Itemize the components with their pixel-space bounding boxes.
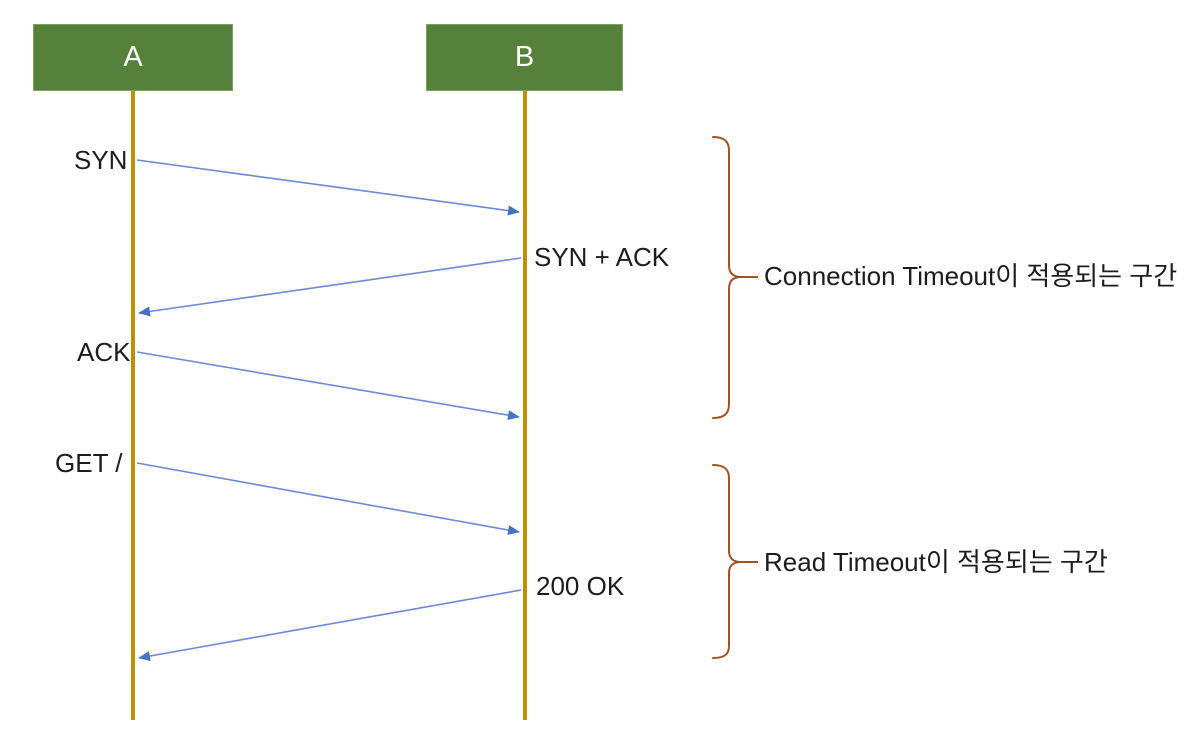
- actor-box-b: B: [426, 24, 623, 91]
- message-label-200ok: 200 OK: [536, 571, 625, 601]
- actor-box-a: A: [33, 24, 233, 91]
- message-arrow-get: [136, 462, 520, 535]
- message-label-ack: ACK: [77, 337, 131, 367]
- connection-timeout-brace: [712, 136, 742, 419]
- read-timeout-brace: [712, 464, 742, 659]
- message-arrow-ack: [136, 351, 520, 421]
- message-label-get: GET /: [55, 448, 123, 478]
- actor-label-b: B: [514, 41, 535, 73]
- connection-timeout-annotation: Connection Timeout이 적용되는 구간: [764, 261, 1178, 291]
- message-arrow-syn: [136, 159, 520, 216]
- message-arrow-200ok: [138, 589, 522, 661]
- message-arrow-syn-ack: [138, 257, 522, 317]
- message-label-syn-ack: SYN + ACK: [534, 242, 670, 272]
- message-label-syn: SYN: [74, 145, 128, 175]
- read-timeout-annotation: Read Timeout이 적용되는 구간: [764, 547, 1108, 577]
- actor-label-a: A: [123, 41, 143, 73]
